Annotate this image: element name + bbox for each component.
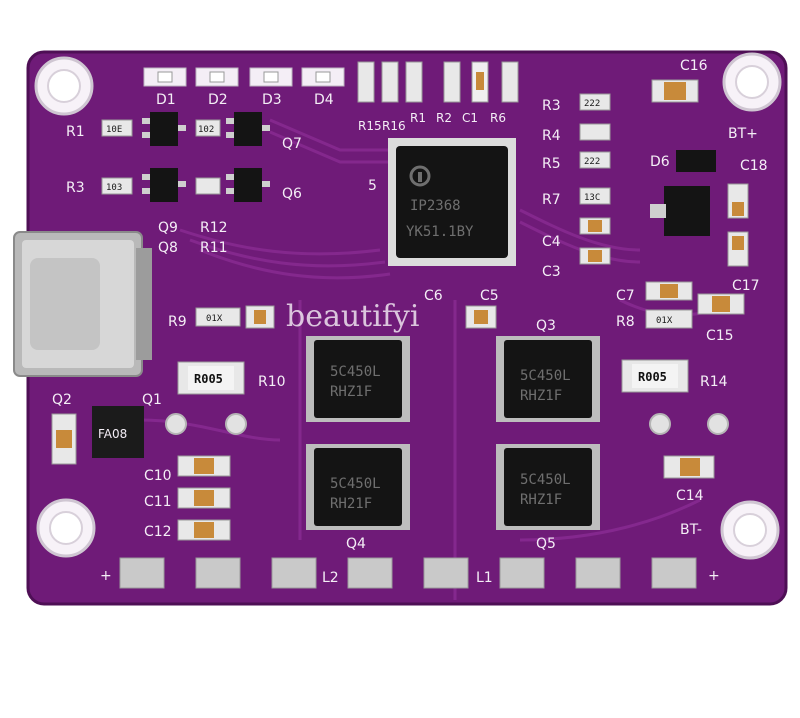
mounting-hole-top-right xyxy=(722,52,782,112)
svg-text:5C450L: 5C450L xyxy=(330,364,381,380)
label-c4: C4 xyxy=(542,234,561,250)
mounting-hole-top-left xyxy=(34,56,94,116)
sense-resistor-r14: R005 xyxy=(621,359,689,393)
regulator xyxy=(664,186,710,236)
label-r3: R3 xyxy=(66,180,85,196)
led-label-d3: D3 xyxy=(262,92,282,108)
label-c14: C14 xyxy=(676,488,704,504)
label-c12: C12 xyxy=(144,524,172,540)
mosfet-q2: 5C450L RHZ1F xyxy=(306,336,410,422)
main-ic-marking-1: IP2368 xyxy=(410,198,461,214)
svg-text:5C450L: 5C450L xyxy=(520,472,571,488)
transistor-bank xyxy=(101,112,270,202)
led-label-d4: D4 xyxy=(314,92,334,108)
label-r11: R11 xyxy=(200,240,228,256)
mounting-hole-bottom-left xyxy=(36,498,96,558)
mosfet-q3: 5C450L RHZ1F xyxy=(496,336,600,422)
label-c7: C7 xyxy=(616,288,635,304)
label-ic-ref: 5 xyxy=(368,178,377,194)
label-r1: R1 xyxy=(66,124,85,140)
inductor-fa08 xyxy=(92,406,144,458)
label-q5: Q5 xyxy=(536,536,556,552)
label-c15: C15 xyxy=(706,328,734,344)
label-c3: C3 xyxy=(542,264,561,280)
label-q8: Q8 xyxy=(158,240,178,256)
label-r3-right: R3 xyxy=(542,98,561,114)
label-plus-right: + xyxy=(708,568,720,584)
label-q3: Q3 xyxy=(536,318,556,334)
label-c10: C10 xyxy=(144,468,172,484)
svg-text:RH21F: RH21F xyxy=(330,496,372,512)
resistor-r9 xyxy=(195,307,241,327)
code-13c: 13C xyxy=(584,193,600,203)
label-r16: R16 xyxy=(382,119,406,133)
main-ic-ip2368: IP2368 YK51.1BY xyxy=(388,138,516,266)
label-r9: R9 xyxy=(168,314,187,330)
watermark: beautifyi xyxy=(286,299,419,334)
label-c5: C5 xyxy=(480,288,499,304)
svg-text:RHZ1F: RHZ1F xyxy=(520,492,562,508)
code-10e: 10E xyxy=(106,125,122,135)
usb-c-port[interactable] xyxy=(13,231,152,377)
code-01x-b: 01X xyxy=(656,316,673,326)
vias xyxy=(165,413,729,435)
label-r15: R15 xyxy=(358,119,382,133)
svg-text:RHZ1F: RHZ1F xyxy=(520,388,562,404)
label-q2-left: Q2 xyxy=(52,392,72,408)
label-r12: R12 xyxy=(200,220,228,236)
label-d6: D6 xyxy=(650,154,670,170)
label-r7: R7 xyxy=(542,192,561,208)
label-r5: R5 xyxy=(542,156,561,172)
sense-resistor-r10: R005 xyxy=(177,361,245,395)
led-label-d2: D2 xyxy=(208,92,228,108)
label-r2-top: R2 xyxy=(436,111,452,125)
label-r4: R4 xyxy=(542,128,561,144)
label-l1: L1 xyxy=(476,570,493,586)
diode-d6 xyxy=(676,150,716,172)
label-q6: Q6 xyxy=(282,186,302,202)
right-resistor-column xyxy=(579,93,611,265)
svg-text:R005: R005 xyxy=(638,370,667,384)
label-bt-minus: BT- xyxy=(680,522,702,538)
svg-text:RHZ1F: RHZ1F xyxy=(330,384,372,400)
mounting-hole-bottom-right xyxy=(720,500,780,560)
svg-text:5C450L: 5C450L xyxy=(330,476,381,492)
label-r10: R10 xyxy=(258,374,286,390)
code-103: 103 xyxy=(106,183,122,193)
label-l2: L2 xyxy=(322,570,339,586)
label-q7: Q7 xyxy=(282,136,302,152)
main-ic-marking-2: YK51.1BY xyxy=(406,224,474,240)
label-c1: C1 xyxy=(462,111,478,125)
code-222a: 222 xyxy=(584,99,600,109)
label-q1: Q1 xyxy=(142,392,162,408)
label-r14: R14 xyxy=(700,374,728,390)
capacitors-c10-c12 xyxy=(177,455,231,541)
label-c18: C18 xyxy=(740,158,768,174)
svg-text:R005: R005 xyxy=(194,372,223,386)
mosfet-q5: 5C450L RHZ1F xyxy=(496,444,600,530)
top-resistor-array xyxy=(357,61,519,103)
label-r1-top: R1 xyxy=(410,111,426,125)
label-c11: C11 xyxy=(144,494,172,510)
led-label-d1: D1 xyxy=(156,92,176,108)
bottom-pads xyxy=(119,557,697,589)
label-plus-left: + xyxy=(100,568,112,584)
code-01x-a: 01X xyxy=(206,314,223,324)
svg-text:5C450L: 5C450L xyxy=(520,368,571,384)
label-bt-plus: BT+ xyxy=(728,126,758,142)
label-c17: C17 xyxy=(732,278,760,294)
code-222b: 222 xyxy=(584,157,600,167)
label-c16: C16 xyxy=(680,58,708,74)
label-inductor: FA08 xyxy=(98,427,127,441)
label-c6: C6 xyxy=(424,288,443,304)
resistor-r8 xyxy=(645,309,693,329)
label-q4: Q4 xyxy=(346,536,366,552)
label-q9: Q9 xyxy=(158,220,178,236)
mosfet-q4: 5C450L RH21F xyxy=(306,444,410,530)
label-r6: R6 xyxy=(490,111,506,125)
label-r8: R8 xyxy=(616,314,635,330)
code-102: 102 xyxy=(198,125,214,135)
